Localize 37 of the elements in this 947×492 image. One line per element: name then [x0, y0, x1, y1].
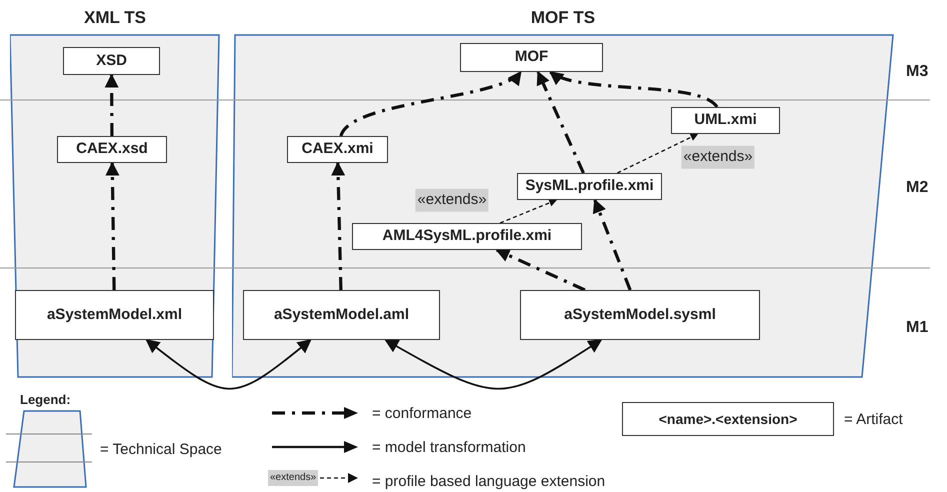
legend-text: = model transformation — [372, 438, 526, 458]
artifact-box: aSystemModel.aml — [243, 290, 440, 340]
artifact-box: SysML.profile.xmi — [517, 173, 662, 200]
arrow — [500, 199, 558, 224]
arrow — [617, 133, 698, 174]
legend-text: = Technical Space — [100, 440, 222, 460]
transformation-arrow — [384, 339, 602, 390]
artifact-box: aSystemModel.xml — [15, 290, 214, 340]
level-label: M1 — [906, 318, 928, 338]
arrow — [549, 70, 718, 108]
artifact-legend-box: <name>.<extension> — [622, 402, 834, 436]
level-label: M3 — [906, 62, 928, 82]
arrow — [105, 162, 120, 290]
artifact-box: UML.xmi — [671, 107, 780, 134]
arrow — [104, 74, 119, 136]
band-title: XML TS — [84, 7, 146, 29]
extends-legend-chip: «extends» — [268, 470, 318, 486]
artifact-box: aSystemModel.sysml — [520, 290, 760, 340]
artifact-box: CAEX.xsd — [57, 136, 167, 163]
legend-text: = conformance — [372, 404, 472, 424]
artifact-box: CAEX.xmi — [287, 136, 388, 163]
arrow — [331, 162, 346, 290]
arrow — [536, 70, 585, 174]
legend-title: Legend: — [20, 391, 71, 409]
arrow — [592, 198, 632, 291]
band-title: MOF TS — [530, 7, 596, 29]
edge-label: «extends» — [681, 146, 755, 168]
legend-text: = Artifact — [844, 410, 903, 430]
artifact-box: AML4SysML.profile.xmi — [352, 223, 582, 250]
arrow — [495, 248, 586, 292]
legend-text: = profile based language extension — [372, 472, 606, 492]
artifact-box: MOF — [460, 43, 603, 72]
artifact-box: XSD — [63, 47, 160, 75]
arrow — [340, 70, 522, 137]
level-label: M2 — [906, 178, 928, 198]
edge-label: «extends» — [415, 188, 489, 212]
transformation-arrow — [145, 339, 312, 390]
